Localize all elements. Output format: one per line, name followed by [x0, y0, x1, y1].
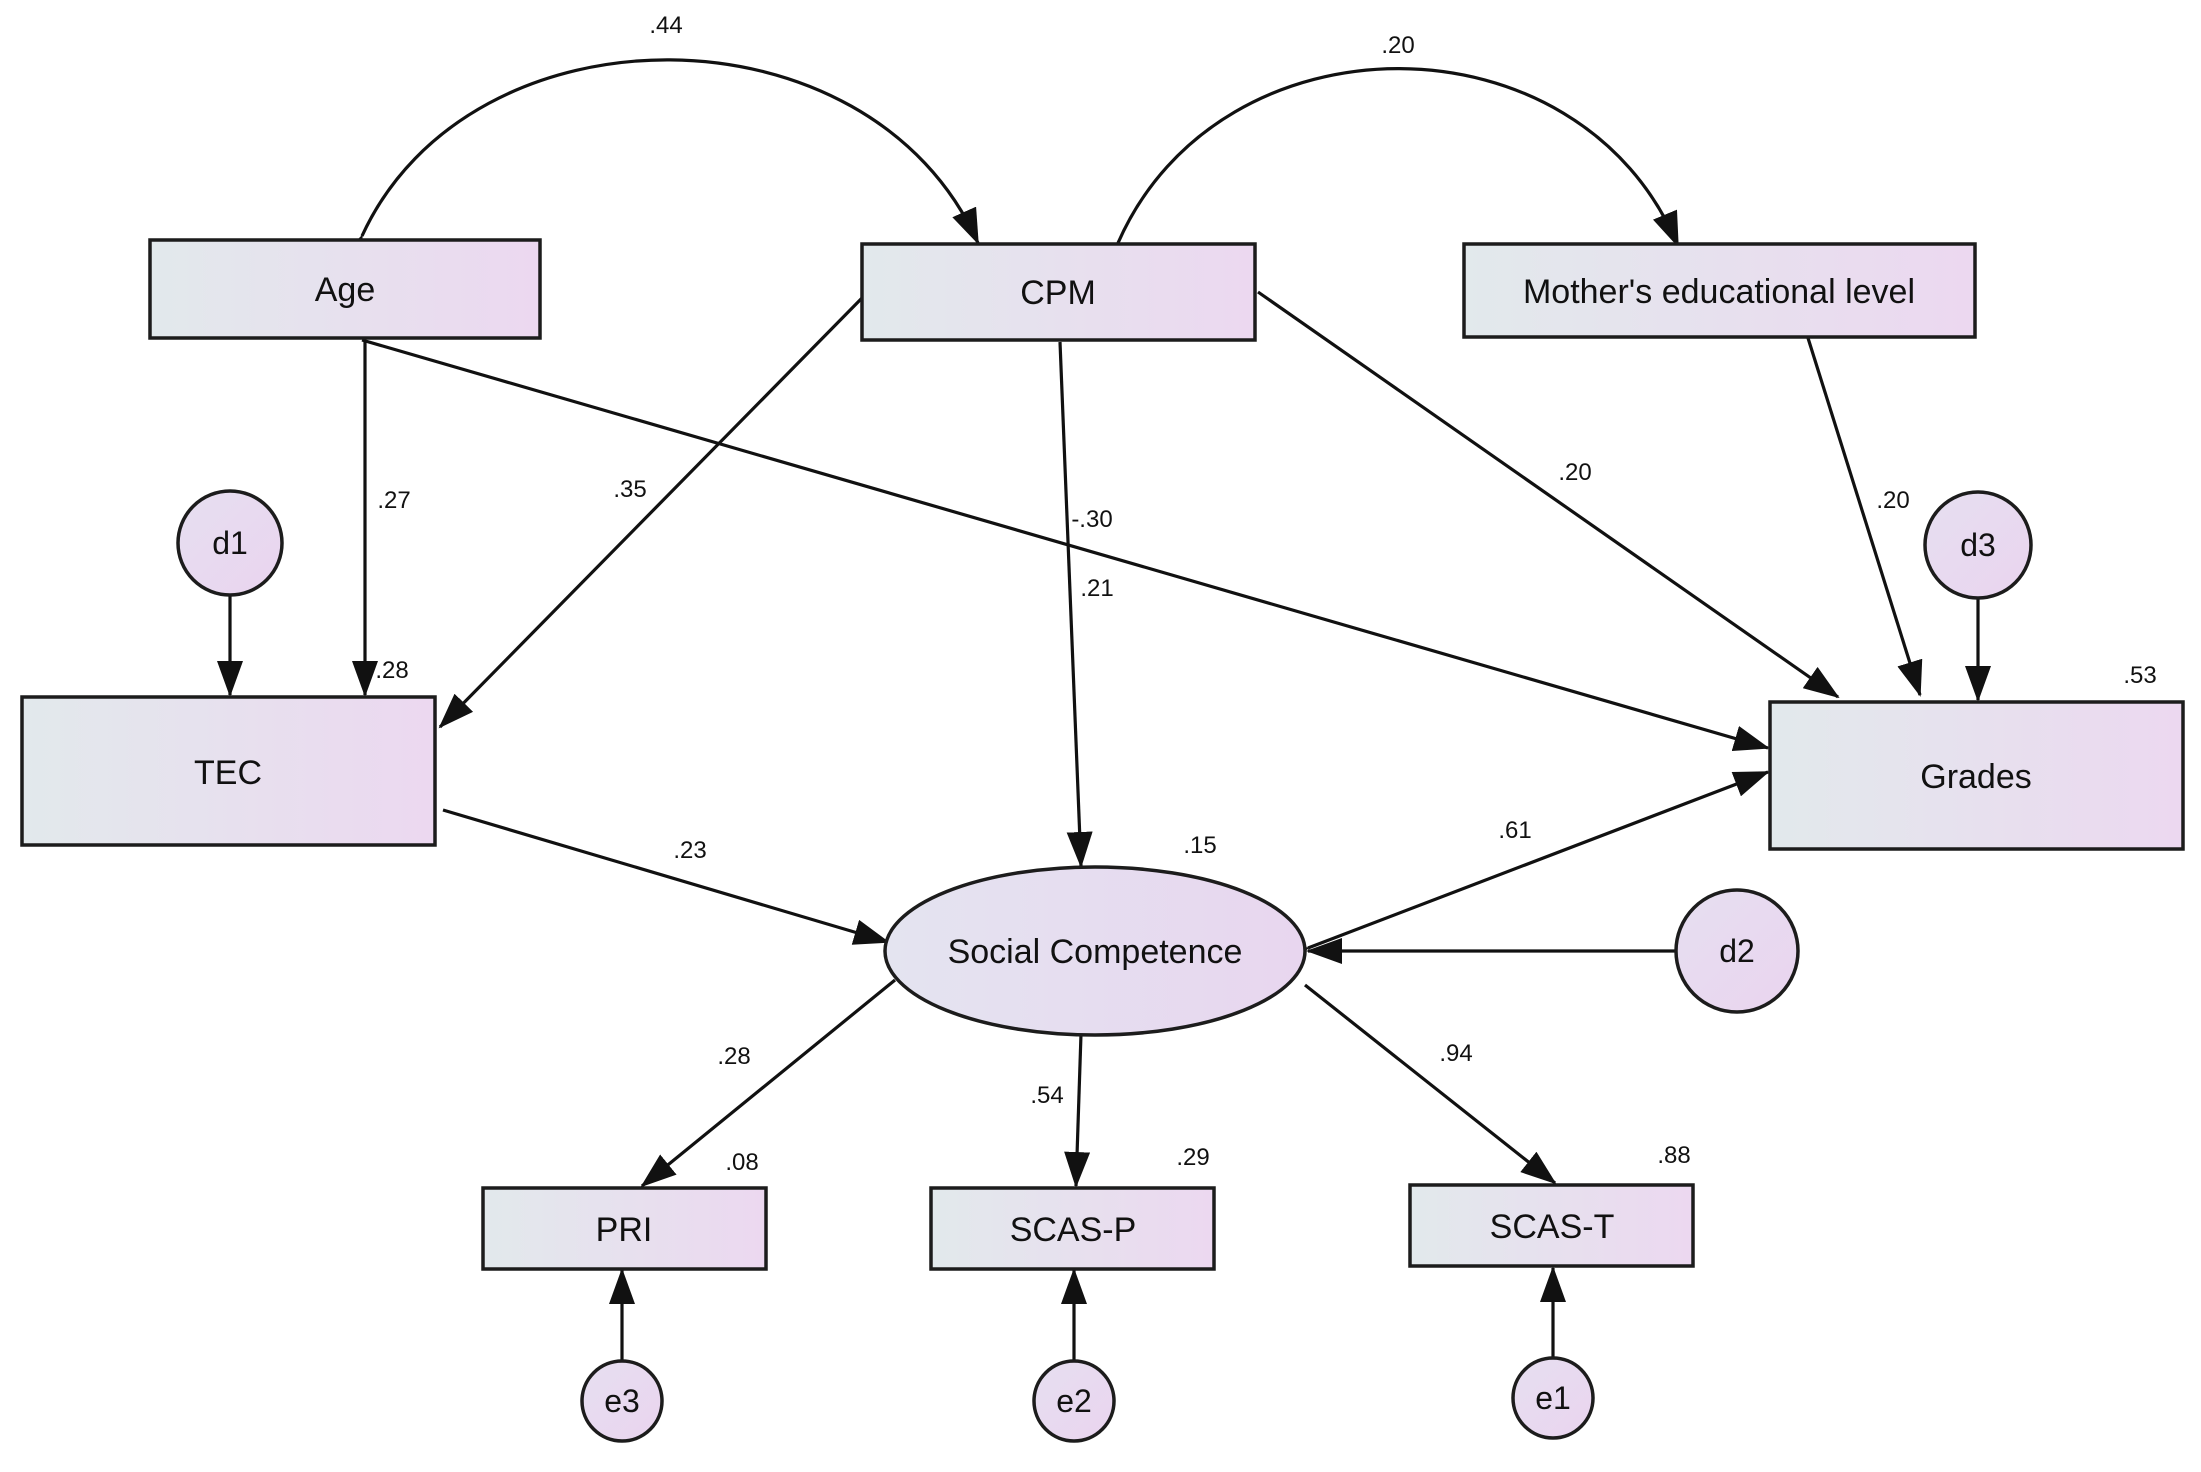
- covariance-age-cpm: [335, 58, 980, 273]
- node-age-label: Age: [315, 271, 376, 309]
- rsq-grades: .53: [2123, 662, 2156, 689]
- node-mother-edu[interactable]: Mother's educational level: [1462, 242, 1977, 339]
- error-d3-label: d3: [1960, 527, 1996, 563]
- node-social-competence[interactable]: Social Competence: [883, 865, 1307, 1037]
- node-social-competence-label: Social Competence: [948, 933, 1243, 971]
- coef-mother-grades: .20: [1876, 487, 1909, 514]
- error-e3[interactable]: e3: [580, 1359, 664, 1443]
- coef-social-scasp: .54: [1030, 1082, 1063, 1109]
- path-cpm-tec: [438, 296, 864, 729]
- coef-cpm-grades: .20: [1558, 459, 1591, 486]
- node-scas-p[interactable]: SCAS-P: [929, 1186, 1216, 1271]
- node-cpm-label: CPM: [1020, 274, 1096, 312]
- coef-cpm-tec: .35: [613, 476, 646, 503]
- error-e1[interactable]: e1: [1511, 1356, 1595, 1440]
- node-pri-label: PRI: [596, 1211, 653, 1249]
- path-social-scast: [1304, 983, 1557, 1185]
- node-age[interactable]: Age: [148, 238, 542, 340]
- coef-social-grades: .61: [1498, 817, 1531, 844]
- node-pri[interactable]: PRI: [481, 1186, 768, 1271]
- rsq-pri: .08: [725, 1149, 758, 1176]
- node-tec[interactable]: TEC: [20, 695, 437, 847]
- error-d1-label: d1: [212, 525, 248, 561]
- coef-cpm-social: .21: [1080, 575, 1113, 602]
- rsq-tec: .28: [375, 657, 408, 684]
- node-mother-edu-label: Mother's educational level: [1523, 273, 1915, 311]
- rsq-social-competence: .15: [1183, 832, 1216, 859]
- path-cpm-social: [1058, 341, 1093, 868]
- node-cpm[interactable]: CPM: [860, 242, 1257, 342]
- path-social-scasp: [1064, 1033, 1091, 1188]
- coef-age-grades: -.30: [1071, 506, 1112, 533]
- rsq-scas-p: .29: [1176, 1144, 1209, 1171]
- path-social-pri: [640, 978, 897, 1188]
- error-d2[interactable]: d2: [1674, 888, 1800, 1014]
- coef-age-tec: .27: [377, 487, 410, 514]
- coef-social-scast: .94: [1439, 1040, 1472, 1067]
- coef-cov-age-cpm: .44: [649, 12, 682, 39]
- rsq-scas-t: .88: [1657, 1142, 1690, 1169]
- error-d1[interactable]: d1: [176, 489, 284, 597]
- covariance-cpm-mother-edu: [1092, 67, 1680, 280]
- error-e1-label: e1: [1535, 1380, 1571, 1416]
- path-tec-social: [442, 808, 890, 945]
- error-e3-label: e3: [604, 1383, 640, 1419]
- coef-tec-social: .23: [673, 837, 706, 864]
- node-scas-t-label: SCAS-T: [1490, 1208, 1615, 1246]
- node-scas-p-label: SCAS-P: [1010, 1211, 1137, 1249]
- node-tec-label: TEC: [194, 754, 262, 792]
- coef-cov-cpm-mother: .20: [1381, 32, 1414, 59]
- path-social-grades[interactable]: [1271, 770, 1770, 973]
- error-e2-label: e2: [1056, 1383, 1092, 1419]
- coef-social-pri: .28: [717, 1043, 750, 1070]
- node-scas-t[interactable]: SCAS-T: [1408, 1183, 1695, 1268]
- error-d3[interactable]: d3: [1923, 490, 2033, 600]
- path-cpm-grades: [1257, 290, 1840, 699]
- path-age-grades: [361, 338, 1770, 752]
- path-mother-edu-grades: [1806, 337, 1923, 697]
- error-d2-label: d2: [1719, 933, 1755, 969]
- error-e2[interactable]: e2: [1032, 1359, 1116, 1443]
- node-grades[interactable]: Grades: [1768, 700, 2185, 851]
- node-grades-label: Grades: [1920, 758, 2032, 796]
